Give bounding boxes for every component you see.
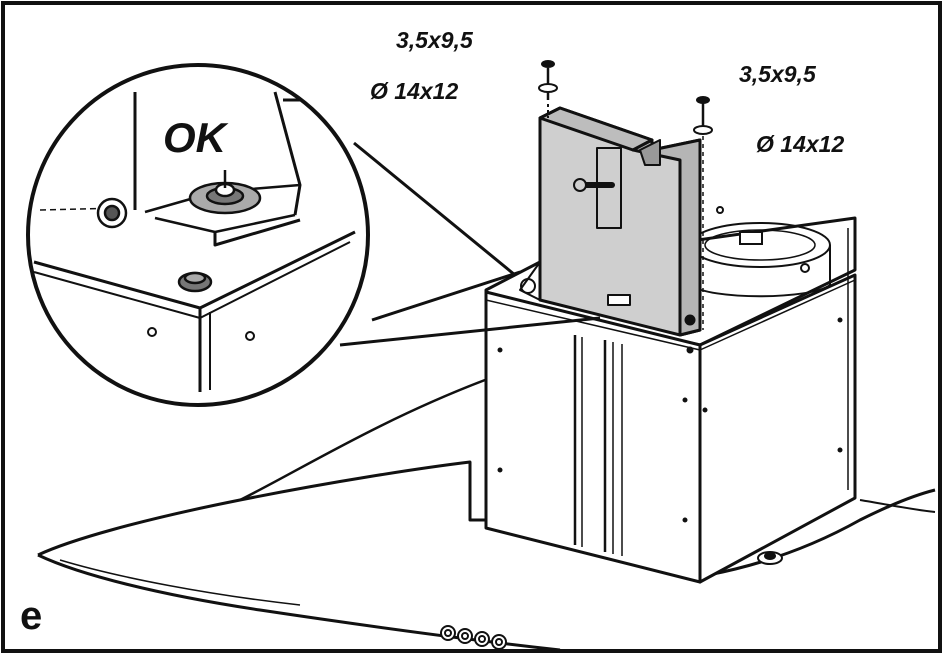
control-knobs (440, 625, 507, 650)
left-plug-size-label: Ø 14x12 (370, 78, 459, 104)
screw-head-icon (177, 271, 213, 293)
ok-label: OK (163, 114, 226, 161)
screw-left-icon (538, 60, 558, 118)
step-letter: e (20, 594, 43, 638)
zoom-callout-lines (339, 141, 601, 347)
bolt-washer-icon (188, 170, 262, 215)
base-screw-icon (757, 551, 783, 565)
mounting-bracket (519, 106, 702, 337)
duct-details (485, 228, 856, 556)
detail-magnifier (26, 63, 370, 407)
left-screw-size-label: 3,5x9,5 (396, 27, 473, 53)
right-screw-size-label: 3,5x9,5 (739, 61, 816, 87)
right-plug-size-label: Ø 14x12 (756, 131, 845, 157)
screw-right-icon (693, 96, 713, 330)
pin-icon (96, 197, 128, 229)
